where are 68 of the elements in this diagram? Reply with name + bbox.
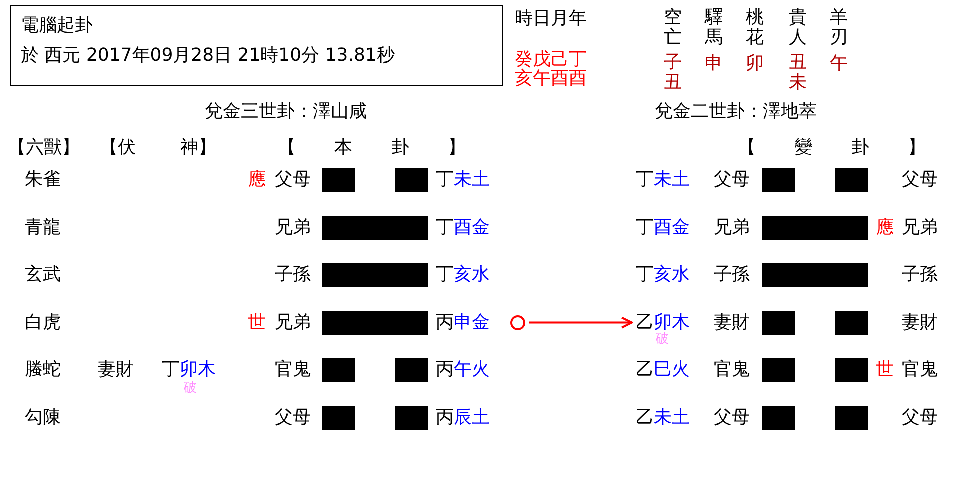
stem-branch-label: 丙辰土 — [436, 407, 490, 429]
stem-branch-label: 乙巳火 — [636, 359, 690, 382]
header-box — [10, 5, 503, 86]
arrow — [529, 316, 633, 329]
stem-branch-label: 丙午火 — [436, 359, 490, 382]
marker-label: 世 — [876, 359, 894, 382]
text-label: 【伏 神】 — [100, 137, 217, 159]
text-label: 兄弟 — [275, 216, 311, 239]
stem-branch-label: 丁酉金 — [436, 216, 490, 239]
marker-label: 癸戊己丁 — [515, 49, 587, 70]
text-label: 官鬼 — [275, 359, 311, 382]
text-label: 時日月年 — [515, 8, 587, 30]
text-label: 【六獸】 — [8, 137, 80, 159]
vertical-label: 桃花 — [746, 8, 764, 48]
text-label: 【 變 卦 】 — [738, 137, 926, 159]
text-label: 妻財 — [714, 312, 750, 334]
text-label: 兌金三世卦：澤山咸 — [205, 101, 367, 123]
marker-label: 應 — [248, 169, 266, 191]
text-label: 官鬼 — [714, 359, 750, 382]
text-label: 父母 — [902, 407, 938, 429]
stem-branch-label: 丙申金 — [436, 312, 490, 334]
note-label: 破 — [184, 380, 197, 398]
branch-label: 午 — [830, 53, 848, 75]
stem-branch-label: 乙未土 — [636, 407, 690, 429]
text-label: 白虎 — [25, 312, 61, 334]
stem-branch-label: 丁酉金 — [636, 216, 690, 239]
text-label: 妻財 — [902, 312, 938, 334]
branch-label: 卯 — [746, 53, 764, 75]
vertical-label: 羊刃 — [830, 8, 848, 48]
stem-branch-label: 丁卯木 — [162, 359, 216, 381]
text-label: 父母 — [275, 169, 311, 191]
vertical-label: 丑未 — [789, 53, 807, 93]
text-label: 官鬼 — [902, 359, 938, 382]
text-label: 妻財 — [98, 359, 134, 382]
stem-branch-label: 丁亥水 — [436, 264, 490, 286]
stem-branch-label: 丁未土 — [436, 169, 490, 191]
marker-label: 世 — [248, 312, 266, 334]
vertical-label: 驛馬 — [705, 8, 723, 48]
moving-line-circle — [510, 314, 526, 331]
text-label: 【 本 卦 】 — [278, 137, 466, 159]
text-label: 青龍 — [25, 216, 61, 239]
stem-branch-label: 丁未土 — [636, 169, 690, 191]
text-label: 兌金二世卦：澤地萃 — [655, 101, 817, 123]
header-text: 電腦起卦 — [21, 14, 94, 38]
text-label: 兄弟 — [902, 216, 938, 239]
text-label: 子孫 — [902, 264, 938, 286]
vertical-label: 貴人 — [789, 8, 807, 48]
text-label: 子孫 — [275, 264, 311, 286]
text-label: 玄武 — [25, 264, 61, 286]
text-label: 螣蛇 — [25, 359, 61, 382]
text-label: 朱雀 — [25, 169, 61, 191]
vertical-label: 子丑 — [664, 53, 682, 93]
stem-branch-label: 丁亥水 — [636, 264, 690, 286]
vertical-label: 空亡 — [664, 8, 682, 48]
text-label: 子孫 — [714, 264, 750, 286]
text-label: 兄弟 — [714, 216, 750, 239]
header-text: 於 西元 2017年09月28日 21時10分 13.81秒 — [21, 44, 396, 68]
text-label: 父母 — [902, 169, 938, 191]
text-label: 父母 — [275, 407, 311, 429]
text-label: 兄弟 — [275, 312, 311, 334]
text-label: 父母 — [714, 407, 750, 429]
note-label: 破 — [656, 332, 669, 347]
branch-label: 申 — [705, 53, 723, 75]
text-label: 父母 — [714, 169, 750, 191]
text-label: 勾陳 — [25, 407, 61, 429]
marker-label: 亥午酉酉 — [515, 68, 587, 90]
marker-label: 應 — [876, 216, 894, 239]
stem-branch-label: 乙卯木 — [636, 312, 690, 334]
